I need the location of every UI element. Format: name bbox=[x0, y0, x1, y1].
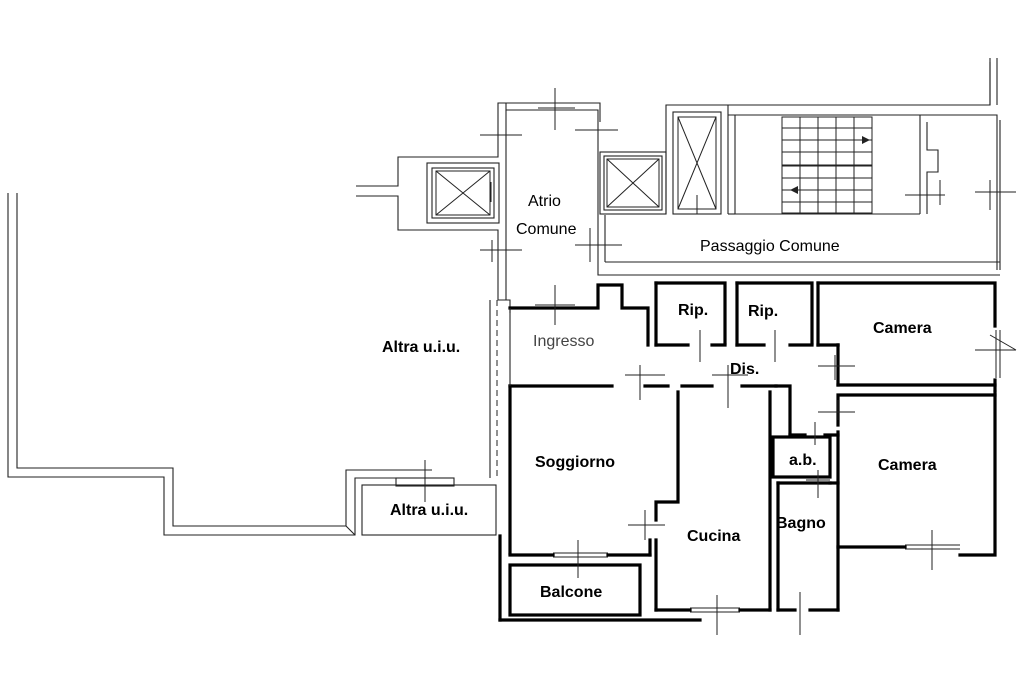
label-altra-uiu-small: Altra u.i.u. bbox=[390, 502, 468, 519]
label-camera-right: Camera bbox=[878, 457, 937, 474]
label-balcone: Balcone bbox=[540, 584, 602, 601]
apartment-walls bbox=[498, 281, 997, 622]
common-core bbox=[356, 58, 1001, 313]
opening-marks bbox=[424, 88, 1017, 635]
label-soggiorno: Soggiorno bbox=[535, 454, 615, 471]
label-atrio-1: Atrio bbox=[528, 193, 561, 210]
label-cucina: Cucina bbox=[687, 528, 740, 545]
label-altra-uiu-main: Altra u.i.u. bbox=[382, 339, 460, 356]
label-rip-1: Rip. bbox=[678, 302, 708, 319]
label-atrio-2: Comune bbox=[516, 221, 577, 238]
label-ingresso: Ingresso bbox=[533, 333, 594, 350]
label-bagno: Bagno bbox=[776, 515, 826, 532]
label-ab: a.b. bbox=[789, 452, 817, 469]
label-passaggio-comune: Passaggio Comune bbox=[700, 238, 840, 255]
room-labels: Atrio Comune Passaggio Comune Altra u.i.… bbox=[382, 193, 937, 601]
label-dis: Dis. bbox=[730, 361, 759, 378]
label-rip-2: Rip. bbox=[748, 303, 778, 320]
label-camera-top: Camera bbox=[873, 320, 932, 337]
adjacent-unit-outline bbox=[7, 193, 498, 536]
